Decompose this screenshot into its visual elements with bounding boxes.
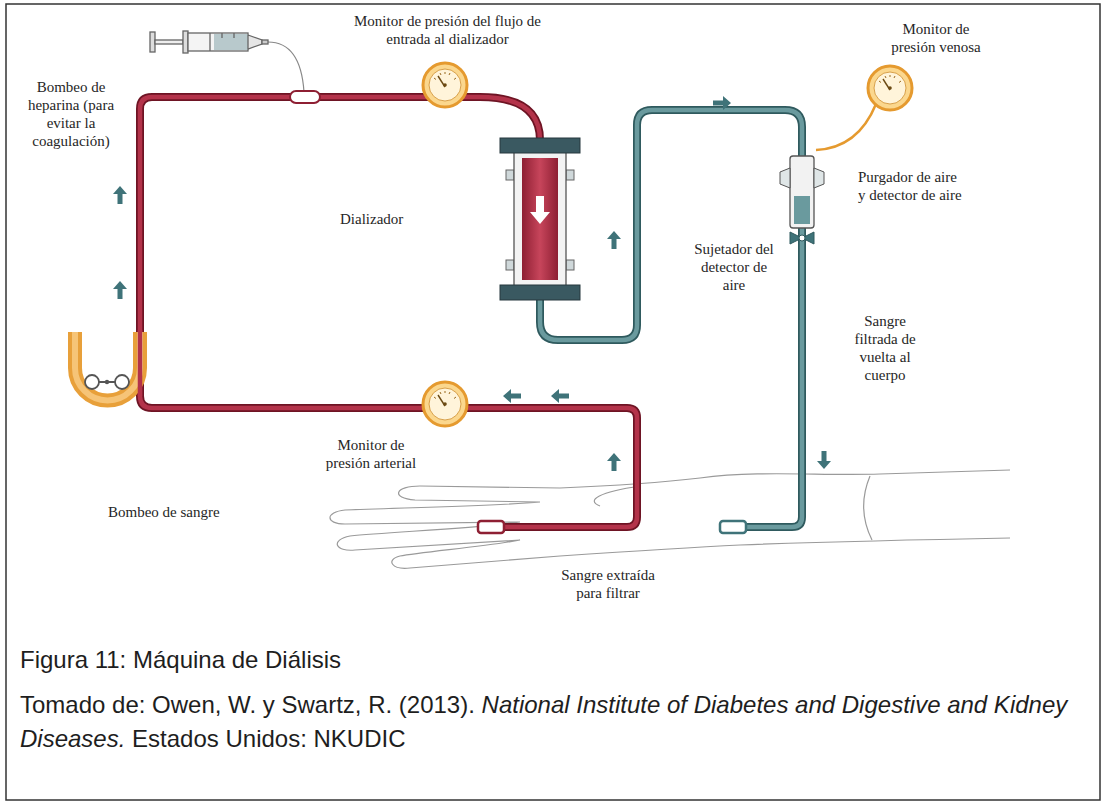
- monitor-line: [816, 104, 876, 150]
- arterial-tubing: [140, 97, 637, 527]
- pump-label: Bombeo de sangre: [108, 503, 258, 521]
- figure-frame: [6, 4, 1100, 800]
- air-trap: [780, 156, 824, 228]
- venous-pressure-gauge: [868, 66, 912, 110]
- gauge-label: Monitor de presión del flujo de entrada …: [345, 12, 550, 48]
- venous-tubing: [540, 110, 802, 527]
- flow-label: Sangre extraída para filtrar: [558, 566, 658, 602]
- flow-label: Sangre filtrada de vuelta al cuerpo: [848, 312, 922, 384]
- gauge-label: Monitor de presión venosa: [880, 20, 992, 56]
- pump-label: Bombeo de heparina (para evitar la coagu…: [15, 78, 127, 150]
- source-citation: Estados Unidos: NKUDIC: [132, 725, 405, 752]
- dialyzer: [500, 138, 580, 300]
- arterial-needle: [478, 521, 504, 533]
- source-citation: Tomado de: Owen, W. y Swartz, R. (2013).: [20, 691, 475, 718]
- part-label: Sujetador del detector de aire: [692, 240, 776, 294]
- hand-outline: [330, 470, 1010, 568]
- air-detector-clamp: [790, 232, 814, 244]
- venous-needle: [720, 521, 746, 533]
- part-label: Purgador de aire y detector de aire: [858, 168, 964, 204]
- blood-pump: [75, 330, 140, 401]
- heparin-syringe: [150, 31, 304, 92]
- part-label: Dializador: [340, 210, 428, 228]
- arterial-pressure-gauge: [423, 382, 467, 426]
- inflow-pressure-gauge: [423, 63, 467, 107]
- figure-caption: Figura 11: Máquina de Diálisis: [20, 646, 341, 674]
- heparin-port: [290, 91, 320, 103]
- gauge-label: Monitor de presión arterial: [316, 436, 426, 472]
- flow-arrows: [113, 96, 831, 471]
- source-line: Tomado de: Owen, W. y Swartz, R. (2013).…: [20, 688, 1080, 756]
